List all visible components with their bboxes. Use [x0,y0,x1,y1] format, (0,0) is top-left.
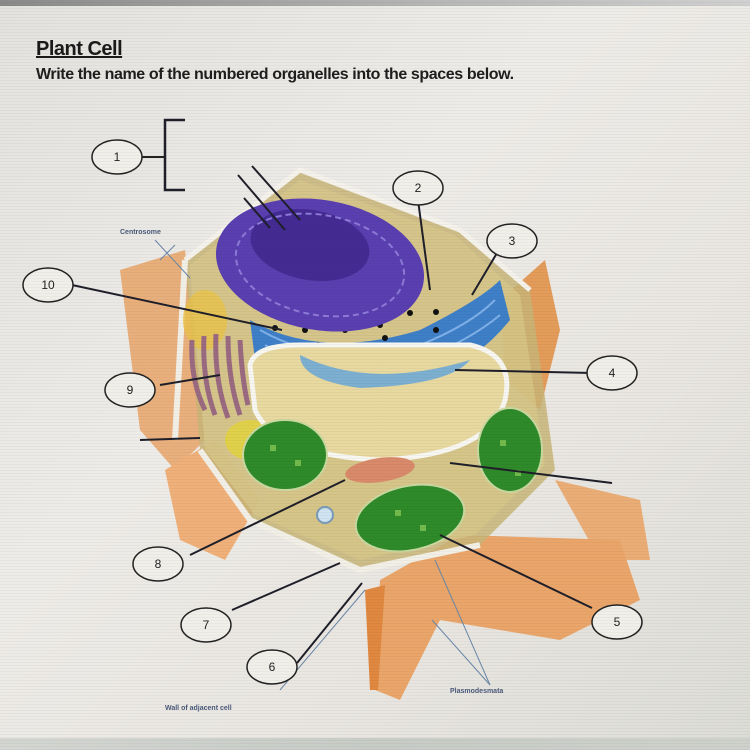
callout-number: 10 [41,278,55,292]
callout-9: 9 [104,372,156,408]
callout-number: 6 [269,660,276,674]
callout-number: 5 [614,615,621,629]
worksheet-instructions: Write the name of the numbered organelle… [36,66,514,83]
callout-number: 4 [609,366,616,380]
callout-number: 2 [415,181,422,195]
callout-number: 9 [127,383,134,397]
callout-10: 10 [22,267,74,303]
nucleus [215,198,425,332]
mitochondrion [345,457,415,483]
leader-lines [71,118,613,664]
callout-7: 7 [180,607,232,643]
callout-8: 8 [132,546,184,582]
callout-number: 7 [203,618,210,632]
worksheet-title: Plant Cell [36,38,123,60]
callout-1: 1 [91,139,165,175]
callout-5: 5 [591,604,643,640]
chloroplast [242,407,543,553]
callout-6: 6 [246,649,298,685]
callout-number: 3 [509,234,516,248]
photo-top-edge [0,0,750,6]
callout-number: 1 [114,150,121,164]
small-vesicle [316,506,334,524]
callout-3: 3 [486,223,538,259]
callout-4: 4 [586,355,638,391]
plasmodesmata-label: Plasmodesmata [450,688,503,695]
golgi-apparatus [189,333,251,419]
callout-number: 8 [155,557,162,571]
callout-2: 2 [392,170,444,206]
centrosome-label: Centrosome [120,229,161,236]
photo-bottom-edge [0,738,750,750]
wall-of-adjacent-cell-label: Wall of adjacent cell [165,705,232,712]
